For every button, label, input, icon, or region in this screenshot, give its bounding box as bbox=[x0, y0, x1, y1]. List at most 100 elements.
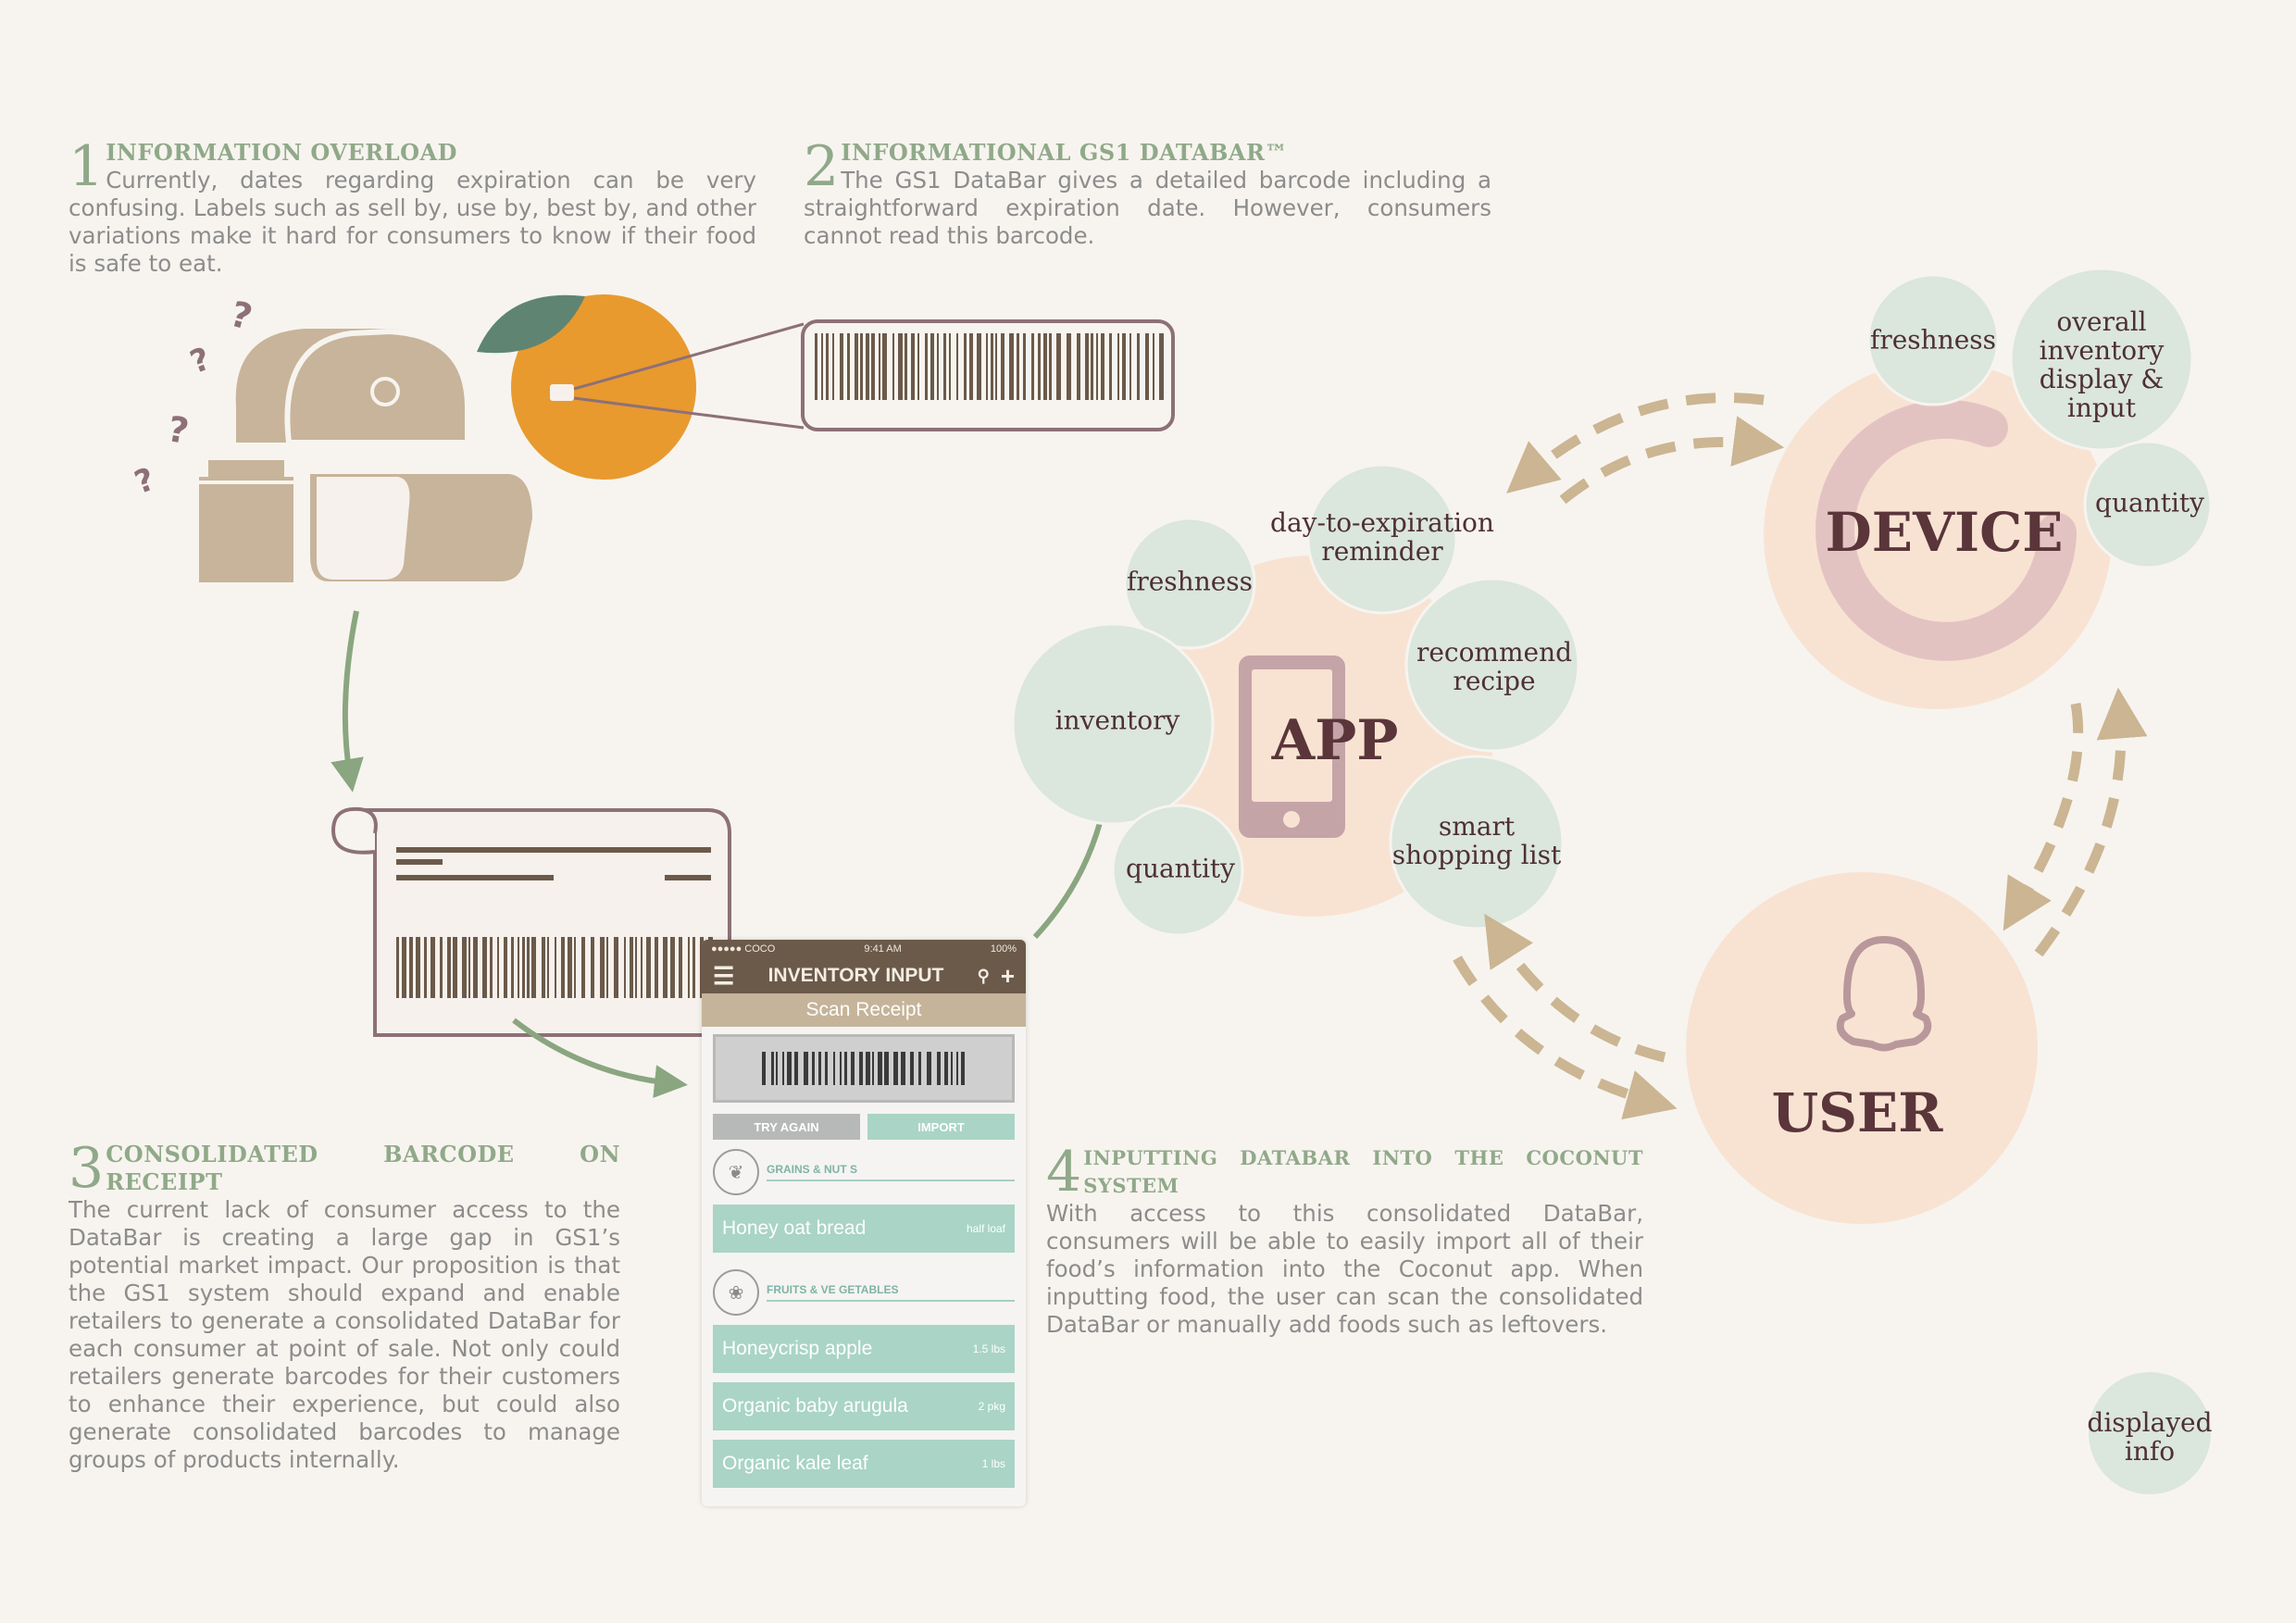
barcode-bar bbox=[812, 1052, 815, 1085]
item-quantity: 1 lbs bbox=[981, 1457, 1005, 1470]
barcode-bar bbox=[396, 937, 399, 998]
food-items-illustration bbox=[199, 328, 532, 582]
menu-icon[interactable]: ☰ bbox=[713, 961, 735, 990]
barcode-bar bbox=[511, 937, 514, 998]
barcode-bar bbox=[925, 333, 928, 400]
barcode-bar bbox=[782, 1052, 784, 1085]
barcode-bar bbox=[497, 937, 499, 998]
barcode-bar bbox=[847, 333, 850, 400]
app-feature-inventory: inventory bbox=[1054, 705, 1180, 736]
list-item[interactable]: Organic baby arugula 2 pkg bbox=[713, 1382, 1015, 1430]
barcode-bar bbox=[815, 333, 817, 400]
barcode-bar bbox=[670, 937, 675, 998]
databar-callout bbox=[801, 319, 1175, 431]
list-item[interactable]: Honeycrisp apple 1.5 lbs bbox=[713, 1325, 1015, 1373]
barcode-bar bbox=[1077, 333, 1080, 400]
add-icon[interactable]: + bbox=[1000, 961, 1015, 990]
barcode-bar bbox=[977, 333, 981, 400]
barcode-bar bbox=[402, 937, 406, 998]
status-bar: ●●●●● COCO 9:41 AM 100% bbox=[702, 940, 1026, 958]
barcode-bar bbox=[964, 333, 967, 400]
barcode-bar bbox=[1056, 333, 1061, 400]
barcode-bar bbox=[453, 937, 457, 998]
step-number: 2 bbox=[804, 134, 840, 199]
item-quantity: 2 pkg bbox=[978, 1400, 1005, 1413]
flow-arrows bbox=[1453, 393, 2148, 1120]
battery-text: 100% bbox=[990, 943, 1017, 955]
barcode-bar bbox=[591, 937, 594, 998]
barcode-bar bbox=[1129, 333, 1131, 400]
step-1: 1 INFORMATION OVERLOAD Currently, dates … bbox=[69, 139, 756, 278]
app-feature-expiration-reminder: day-to-expiration reminder bbox=[1270, 507, 1494, 567]
barcode-bar bbox=[859, 1052, 863, 1085]
barcode-bar bbox=[468, 937, 470, 998]
barcode-bar bbox=[884, 1052, 889, 1085]
phone-icon bbox=[1239, 655, 1345, 838]
barcode-bar bbox=[961, 1052, 965, 1085]
barcode-bar bbox=[991, 333, 993, 400]
import-button[interactable]: IMPORT bbox=[867, 1114, 1015, 1140]
question-mark: ? bbox=[165, 408, 192, 452]
barcode-bar bbox=[833, 1052, 835, 1085]
device-cluster bbox=[1764, 267, 2213, 709]
carrier-text: ●●●●● COCO bbox=[711, 943, 776, 955]
device-feature-inventory-display: overall inventory display & input bbox=[2039, 306, 2165, 423]
barcode-bar bbox=[1137, 333, 1140, 400]
barcode-bar bbox=[832, 333, 834, 400]
barcode-image bbox=[762, 1052, 965, 1085]
category-label: GRAINS & NUT S bbox=[767, 1163, 1015, 1181]
barcode-bar bbox=[1101, 333, 1104, 400]
barcode-bar bbox=[1009, 333, 1014, 400]
step-heading: CONSOLIDATED BARCODE ON RECEIPT bbox=[106, 1141, 620, 1195]
barcode-bar bbox=[1023, 333, 1026, 400]
barcode-bar bbox=[527, 937, 530, 998]
question-mark: ? bbox=[185, 341, 215, 381]
barcode-bar bbox=[871, 333, 875, 400]
barcode-bar bbox=[821, 333, 823, 400]
list-item[interactable]: Organic kale leaf 1 lbs bbox=[713, 1440, 1015, 1488]
step-heading: INFORMATIONAL GS1 DATABAR™ bbox=[841, 139, 1288, 166]
item-name: Honeycrisp apple bbox=[722, 1338, 873, 1359]
barcode-bar bbox=[424, 937, 427, 998]
barcode-bar bbox=[635, 937, 637, 998]
list-item[interactable]: Honey oat bread half loaf bbox=[713, 1205, 1015, 1253]
barcode-bar bbox=[663, 937, 668, 998]
barcode-bar bbox=[655, 937, 658, 998]
barcode-bar bbox=[1109, 333, 1112, 400]
barcode-bar bbox=[1038, 333, 1041, 400]
barcode-bar bbox=[1153, 333, 1154, 400]
barcode-bar bbox=[879, 333, 880, 400]
barcode-bar bbox=[409, 937, 413, 998]
barcode-bar bbox=[910, 1052, 914, 1085]
scan-receipt-tab[interactable]: Scan Receipt bbox=[702, 993, 1026, 1027]
step-number: 1 bbox=[69, 134, 105, 199]
step-number: 3 bbox=[69, 1136, 105, 1201]
barcode-bar bbox=[1085, 333, 1089, 400]
barcode-bar bbox=[855, 333, 858, 400]
user-label: USER bbox=[1771, 1081, 1943, 1144]
receipt-illustration bbox=[331, 806, 731, 1037]
barcode-bar bbox=[762, 1052, 766, 1085]
barcode-bar bbox=[995, 333, 997, 400]
barcode-bar bbox=[679, 937, 682, 998]
category-header: ❀ FRUITS & VE GETABLES bbox=[713, 1269, 1015, 1316]
barcode-bar bbox=[440, 937, 443, 998]
barcode-bar bbox=[1091, 333, 1093, 400]
app-label: APP bbox=[1271, 708, 1399, 773]
search-icon[interactable]: ⚲ bbox=[977, 966, 990, 985]
barcode-bar bbox=[606, 937, 608, 998]
step-body: The current lack of consumer access to t… bbox=[69, 1196, 620, 1473]
app-feature-freshness: freshness bbox=[1126, 566, 1254, 597]
barcode-bar bbox=[518, 937, 519, 998]
step-4: 4 INPUTTING DATABAR INTO THE COCONUT SYS… bbox=[1046, 1144, 1643, 1339]
barcode-bar bbox=[943, 333, 946, 400]
barcode-bar bbox=[776, 1052, 778, 1085]
barcode-bar bbox=[826, 333, 829, 400]
barcode-bar bbox=[1001, 333, 1004, 400]
try-again-button[interactable]: TRY AGAIN bbox=[713, 1114, 860, 1140]
barcode-bar bbox=[937, 333, 939, 400]
barcode-bar bbox=[490, 937, 493, 998]
barcode-bar bbox=[969, 333, 973, 400]
barcode-bar bbox=[600, 937, 605, 998]
